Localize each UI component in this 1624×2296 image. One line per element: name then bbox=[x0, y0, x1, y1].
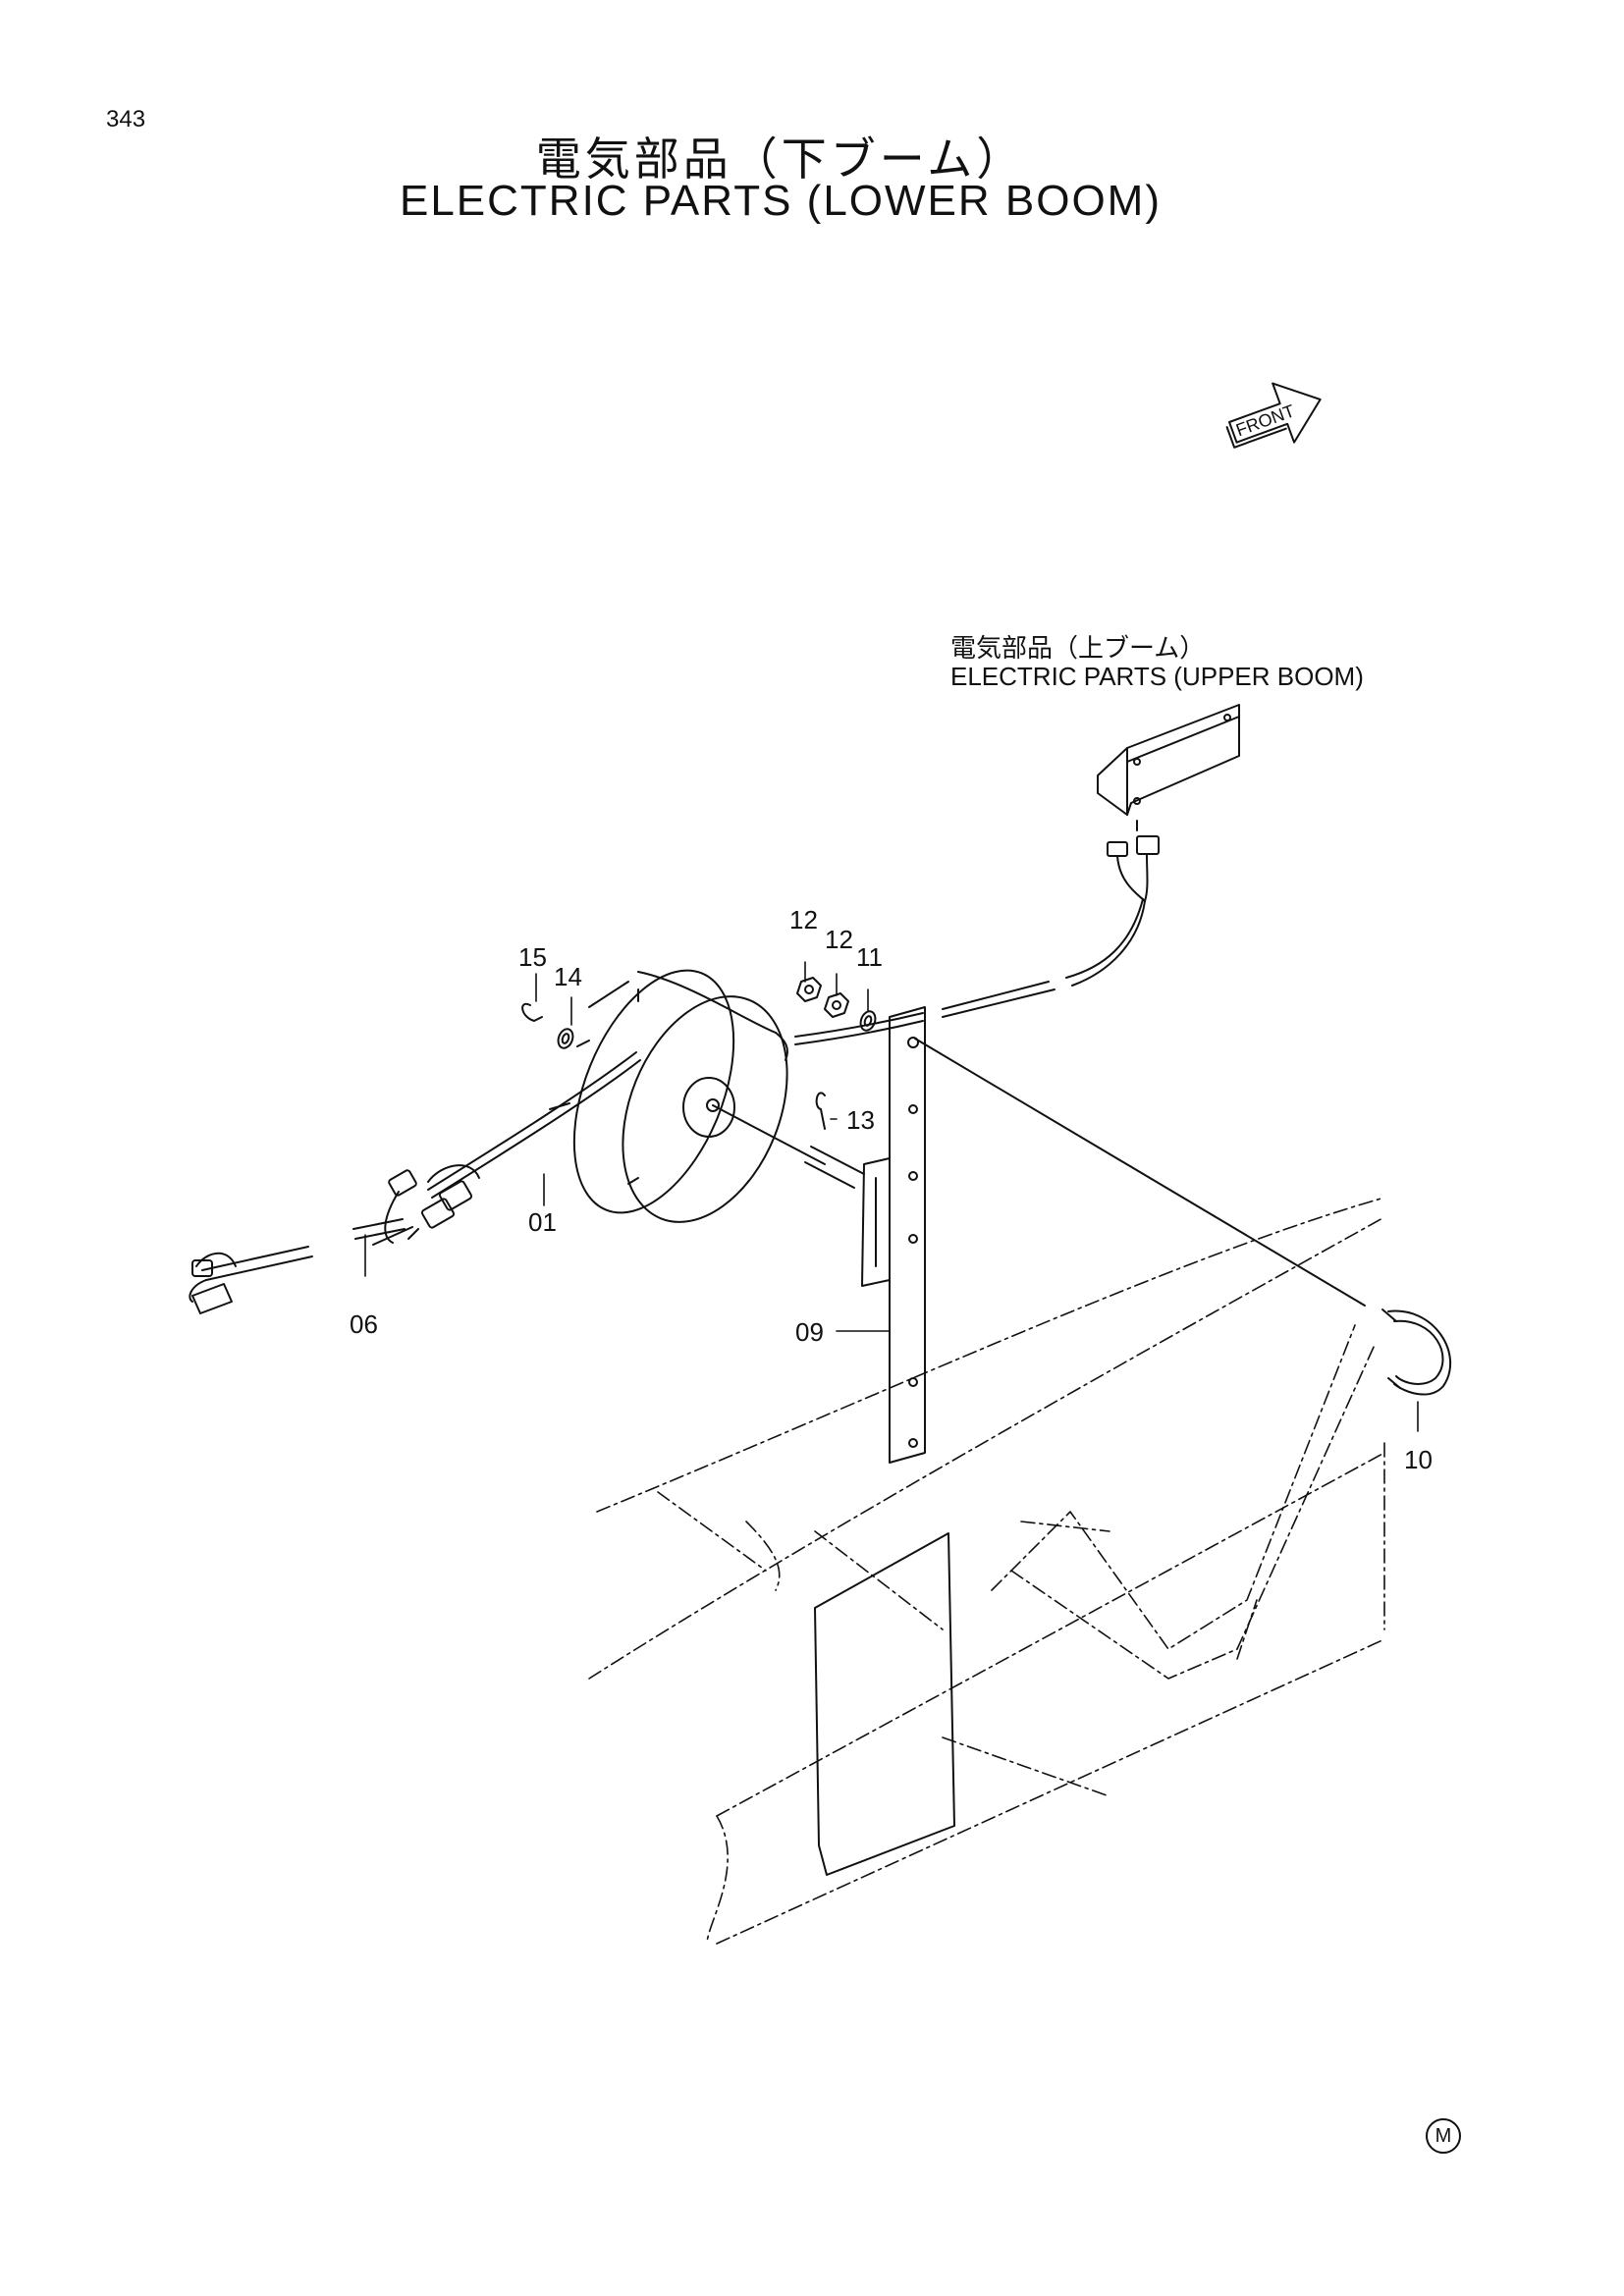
front-label: FRONT bbox=[1233, 400, 1297, 440]
nut-icon bbox=[796, 977, 822, 1002]
clip-icon bbox=[521, 1002, 543, 1022]
callout-11: 11 bbox=[856, 942, 883, 972]
page-title: ELECTRIC PARTS (LOWER BOOM) bbox=[399, 177, 1162, 225]
page-title-japanese: 電気部品（下ブーム） bbox=[535, 133, 1026, 186]
reference-title: ELECTRIC PARTS (UPPER BOOM) bbox=[950, 662, 1364, 691]
bracket-plate bbox=[861, 1006, 926, 1464]
callout-06: 06 bbox=[350, 1309, 378, 1339]
callout-12-second: 12 bbox=[825, 925, 853, 954]
washer-icon bbox=[557, 1028, 574, 1049]
connector-icon bbox=[191, 1252, 237, 1314]
cable bbox=[205, 1255, 313, 1281]
boom-plate bbox=[814, 1532, 955, 1876]
callout-09: 09 bbox=[795, 1317, 824, 1347]
main-cable bbox=[431, 1059, 641, 1199]
callout-01: 01 bbox=[528, 1207, 557, 1237]
callout-15: 15 bbox=[518, 942, 547, 972]
connector-icon bbox=[372, 1164, 480, 1246]
callout-13: 13 bbox=[846, 1105, 875, 1135]
connector-icon bbox=[1107, 835, 1160, 902]
boom-structure bbox=[588, 1197, 1385, 1945]
page-number: 343 bbox=[106, 106, 146, 133]
cable bbox=[1071, 900, 1146, 987]
nut-icon bbox=[824, 992, 849, 1018]
front-arrow-icon: FRONT bbox=[1225, 382, 1322, 449]
electric-box bbox=[1097, 704, 1240, 831]
washer-icon bbox=[859, 1010, 877, 1032]
callout-10: 10 bbox=[1404, 1445, 1433, 1474]
callout-14: 14 bbox=[554, 962, 582, 991]
reference-title-japanese: 電気部品（上ブーム） bbox=[950, 634, 1206, 664]
washer-icon bbox=[561, 1033, 570, 1044]
cable-reel bbox=[572, 969, 788, 1223]
u-bolt bbox=[1381, 1308, 1452, 1396]
washer-icon bbox=[863, 1015, 873, 1027]
part-13-icon bbox=[815, 1092, 826, 1130]
manual-mark-icon: M bbox=[1426, 2118, 1461, 2154]
callout-12: 12 bbox=[789, 905, 818, 934]
